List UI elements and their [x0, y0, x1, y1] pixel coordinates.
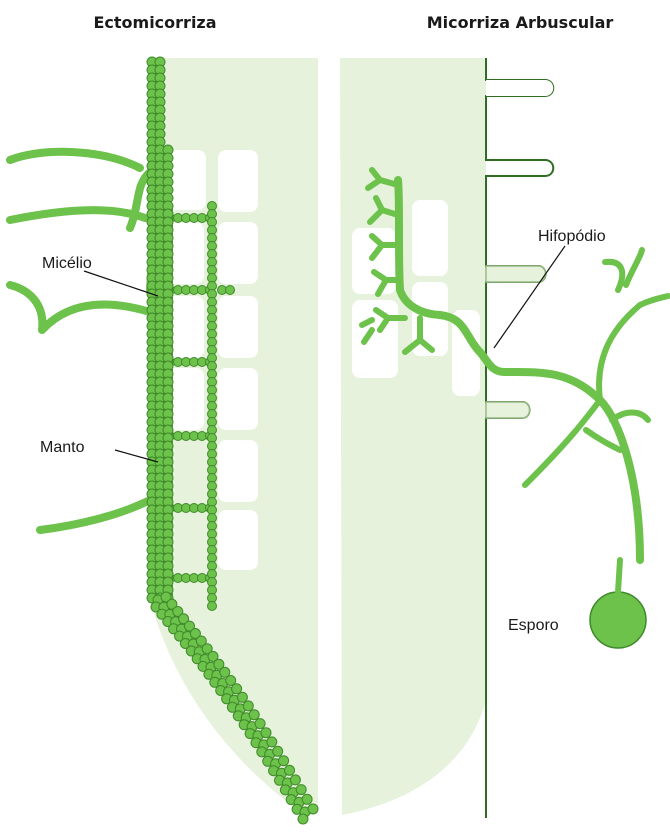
hartig-bead	[226, 286, 235, 295]
mantle-bead	[298, 814, 308, 824]
mantle-bead	[279, 756, 289, 766]
mantle-bead	[243, 701, 253, 711]
root-hairs	[486, 58, 553, 818]
esporo-label: Esporo	[508, 617, 559, 634]
manto-label: Manto	[40, 439, 85, 456]
spore	[590, 592, 646, 648]
mycelium-hyphae	[10, 152, 160, 530]
hifopodio-label: Hifopódio	[538, 228, 606, 245]
mantle-bead	[296, 785, 306, 795]
mantle-bead	[255, 719, 265, 729]
mantle-bead	[232, 684, 242, 694]
mantle-bead	[290, 775, 300, 785]
mantle-bead	[302, 794, 312, 804]
hifopodio-leader	[494, 246, 565, 348]
hartig-bead	[208, 602, 217, 611]
arbuscular-mycorrhiza-title: Micorriza Arbuscular	[427, 13, 614, 32]
right-root-body	[340, 58, 486, 815]
mantle-bead	[267, 737, 277, 747]
mantle-bead	[261, 728, 271, 738]
mantle-bead	[249, 710, 259, 720]
mantle-bead	[285, 765, 295, 775]
mantle-bead	[273, 746, 283, 756]
micelio-label: Micélio	[42, 255, 92, 272]
ectomycorrhiza-title: Ectomicorriza	[93, 13, 216, 32]
mantle-bead	[308, 804, 318, 814]
mantle-bead	[237, 692, 247, 702]
